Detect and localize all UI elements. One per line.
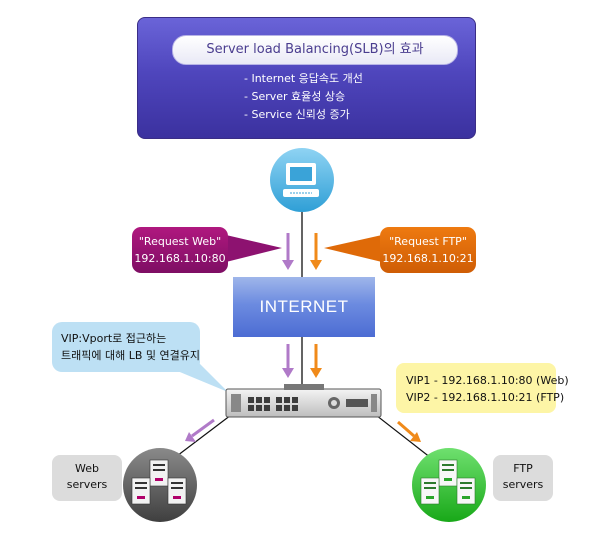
ftp-arrow-icon [310,233,322,270]
request-web-pointer [226,235,282,262]
ftp-servers-label-line: servers [502,478,544,491]
request-ftp-pointer [324,235,382,262]
vip-list-item: VIP1 - 192.168.1.10:80 (Web) [406,374,569,387]
ftp-servers-label-line: FTP [513,462,533,475]
vip-list-callout: VIP1 - 192.168.1.10:80 (Web) VIP2 - 192.… [396,363,569,413]
web-arrow-icon [185,418,215,442]
internet-box: INTERNET [233,277,375,337]
load-balancer-icon [225,384,382,418]
client-computer-icon [270,148,334,212]
request-web-label: "Request Web" [138,235,222,248]
web-arrow-icon [282,344,294,378]
request-ftp-address: 192.168.1.10:21 [382,252,474,265]
benefits-list: - Internet 응답속도 개선 - Server 효율성 상승 - Ser… [244,70,363,124]
vip-note-callout: VIP:Vport로 접근하는 트래픽에 대해 LB 및 연결유지 [52,322,200,372]
request-web-callout: "Request Web" 192.168.1.10:80 [132,227,228,273]
request-ftp-callout: "Request FTP" 192.168.1.10:21 [380,227,476,273]
ftp-servers-label: FTP servers [493,455,553,501]
web-servers-label: Web servers [52,455,122,501]
benefit-item: - Internet 응답속도 개선 [244,72,363,85]
web-servers-label-line: Web [75,462,99,475]
request-web-address: 192.168.1.10:80 [134,252,226,265]
vip-note-line: 트래픽에 대해 LB 및 연결유지 [61,349,200,362]
benefit-item: - Service 신뢰성 증가 [244,108,350,121]
web-arrow-icon [282,233,294,270]
vip-list-item: VIP2 - 192.168.1.10:21 (FTP) [406,391,565,404]
web-servers-icon [123,448,197,522]
benefits-title: Server load Balancing(SLB)의 효과 [172,35,458,65]
ftp-arrow-icon [397,420,421,442]
vip-note-line: VIP:Vport로 접근하는 [61,332,167,345]
benefit-item: - Server 효율성 상승 [244,90,346,103]
web-servers-label-line: servers [66,478,108,491]
request-ftp-label: "Request FTP" [389,235,467,248]
ftp-servers-icon [412,448,486,522]
ftp-arrow-icon [310,344,322,378]
